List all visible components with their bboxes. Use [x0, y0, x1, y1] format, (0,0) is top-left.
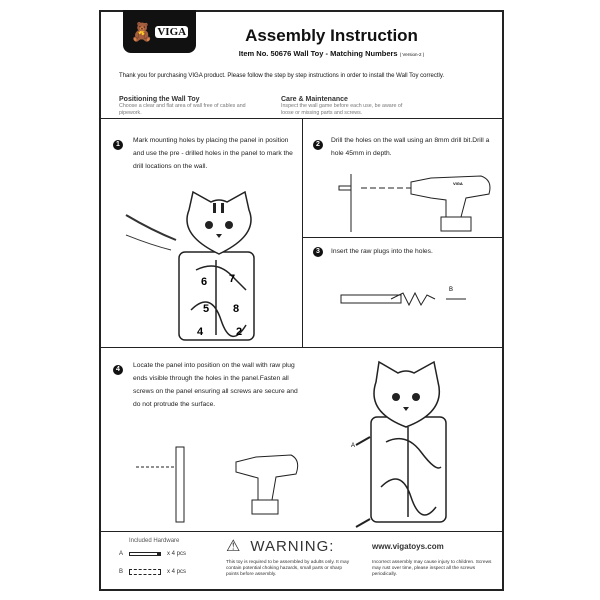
intro-text: Thank you for purchasing VIGA product. P… — [119, 73, 445, 79]
care-text: Inspect the wall game before each use, b… — [281, 103, 403, 116]
positioning-section: Positioning the Wall Toy Choose a clear … — [119, 96, 249, 117]
hardware-label: A — [119, 551, 124, 557]
fasten-illustration — [136, 446, 299, 523]
step-4-text: Locate the panel into position on the wa… — [133, 362, 298, 408]
page-title: Assembly Instruction — [245, 26, 418, 45]
step-3-number: 3 — [313, 247, 323, 257]
svg-text:5: 5 — [203, 303, 209, 315]
hardware-item-a: A x 4 pcs — [119, 551, 186, 557]
svg-text:8: 8 — [233, 303, 239, 315]
positioning-heading: Positioning the Wall Toy — [119, 96, 200, 103]
divider — [101, 347, 502, 348]
mounted-panel-illustration: A — [351, 360, 447, 528]
step-2-number: 2 — [313, 140, 323, 150]
warning-text: This toy is required to be assembled by … — [226, 560, 350, 577]
website-link[interactable]: www.vigatoys.com — [372, 542, 444, 551]
raw-plug-icon — [129, 569, 162, 575]
plug-label: B — [449, 287, 453, 293]
hardware-qty: x 4 pcs — [167, 551, 187, 557]
screw-icon — [129, 552, 162, 556]
drill-illustration: VIGA — [338, 174, 491, 232]
version: ( Version-2 ) — [399, 52, 425, 57]
step-1-number: 1 — [113, 140, 123, 150]
divider — [101, 118, 502, 119]
positioning-text: Choose a clear and flat area of wall fre… — [119, 103, 246, 116]
svg-text:4: 4 — [197, 326, 204, 338]
item-number: Item No. 50676 Wall Toy - Matching Numbe… — [101, 49, 502, 58]
logo-text: VIGA — [155, 25, 189, 38]
item-text: Item No. 50676 Wall Toy - Matching Numbe… — [238, 49, 398, 58]
svg-text:2: 2 — [236, 326, 242, 338]
step-3-text: Insert the raw plugs into the holes. — [331, 248, 433, 255]
hardware-item-b: B x 4 pcs — [119, 569, 186, 575]
care-section: Care & Maintenance Inspect the wall game… — [281, 96, 416, 117]
svg-text:7: 7 — [229, 273, 235, 285]
website-note: Incorrect assembly may cause injury to c… — [372, 560, 492, 577]
bears-icon: 🧸 — [130, 21, 154, 42]
viga-logo: 🧸VIGA — [123, 10, 196, 53]
drill-brand: VIGA — [453, 181, 463, 186]
hardware-label: B — [119, 569, 124, 575]
footer: Included Hardware A x 4 pcs B x 4 pcs ⚠ … — [101, 533, 502, 591]
panel-number: 6 — [201, 276, 207, 288]
cat-panel-illustration: 6 7 5 8 4 2 — [125, 190, 255, 341]
warning-heading: ⚠ WARNING: — [226, 536, 334, 556]
step-2-text: Drill the holes on the wall using an 8mm… — [331, 137, 490, 157]
warning-icon: ⚠ — [226, 538, 241, 555]
divider — [101, 531, 502, 532]
divider — [302, 118, 303, 347]
screw-label: A — [351, 443, 355, 449]
hardware-title: Included Hardware — [129, 538, 180, 544]
raw-plug-illustration: B — [340, 287, 466, 307]
care-heading: Care & Maintenance — [281, 96, 348, 103]
instruction-sheet: 🧸VIGA Assembly Instruction Item No. 5067… — [99, 10, 504, 591]
warning-title: WARNING: — [250, 537, 335, 555]
step-4-number: 4 — [113, 365, 123, 375]
divider — [302, 237, 502, 238]
step-1-text: Mark mounting holes by placing the panel… — [133, 137, 293, 170]
hardware-qty: x 4 pcs — [167, 569, 187, 575]
